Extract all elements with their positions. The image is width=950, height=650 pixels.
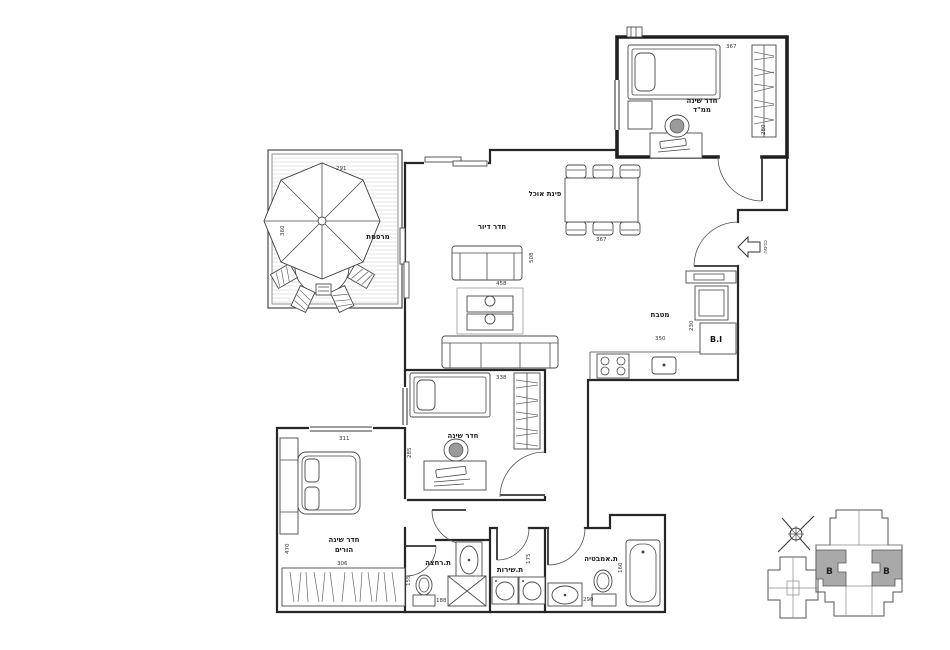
bathtub bbox=[625, 539, 661, 607]
parasol-icon bbox=[263, 162, 381, 280]
balcony: מרפסת 291 360 bbox=[263, 149, 410, 313]
tall-cabinet bbox=[694, 285, 729, 321]
room-label: ת.אמבטיה bbox=[584, 555, 618, 563]
dimension: 470 bbox=[285, 543, 291, 554]
sofa-2seat bbox=[451, 245, 523, 281]
room-safe-bedroom: חדר שינה ממ"ד 367 280 bbox=[613, 26, 789, 202]
dining-chair bbox=[565, 164, 641, 236]
toilet-icon bbox=[412, 574, 436, 607]
window-icon bbox=[613, 80, 621, 130]
dimension: 285 bbox=[407, 447, 413, 458]
room-label: ת.רחצה bbox=[425, 559, 451, 567]
single-bed bbox=[627, 44, 721, 100]
umbrella-base bbox=[315, 283, 332, 296]
nightstand bbox=[627, 100, 653, 130]
dimension: 188 bbox=[436, 598, 447, 604]
single-bed bbox=[409, 372, 491, 418]
dimension: 291 bbox=[336, 166, 347, 172]
room-label: חדר שינה bbox=[687, 97, 718, 105]
wall-cabinet bbox=[685, 270, 737, 284]
double-bed bbox=[279, 437, 361, 535]
coffee-table bbox=[456, 287, 524, 335]
desk-chair bbox=[443, 438, 469, 462]
bathroom-sink-icon bbox=[547, 582, 583, 607]
wardrobe bbox=[513, 372, 541, 450]
north-arrow-icon bbox=[777, 515, 815, 553]
room-label: הורים bbox=[335, 546, 354, 554]
entrance-arrow-icon bbox=[737, 235, 761, 259]
unit-b-left bbox=[815, 549, 847, 587]
room-label: חדר שינה bbox=[329, 536, 360, 544]
patio-chair bbox=[290, 285, 316, 313]
patio-chair bbox=[346, 262, 376, 290]
dimension: 367 bbox=[596, 237, 607, 243]
fridge-built-in: B.I bbox=[699, 322, 737, 355]
key-plan: B B bbox=[767, 509, 903, 619]
dimension: 338 bbox=[496, 375, 507, 381]
shower-stall bbox=[447, 575, 487, 607]
window-icon bbox=[424, 156, 488, 167]
building-outline-right: B B bbox=[815, 509, 903, 617]
stove-icon bbox=[596, 353, 630, 379]
shower-room: ת.רחצה 155 188 bbox=[405, 541, 487, 607]
dimension: 290 bbox=[583, 597, 594, 603]
room-label: ממ"ד bbox=[693, 106, 711, 114]
dimension: 155 bbox=[406, 575, 412, 586]
room-label: חדר שינה bbox=[448, 432, 479, 440]
dimension: 306 bbox=[337, 561, 348, 567]
bedroom-2: חדר שינה 338 285 bbox=[400, 372, 546, 498]
room-label: מרפסת bbox=[366, 233, 389, 241]
washing-machine bbox=[518, 576, 546, 605]
room-label: חדר דיור bbox=[478, 223, 507, 231]
wardrobe bbox=[751, 44, 777, 138]
living-room: חדר דיור 458 508 bbox=[424, 156, 559, 369]
sink-icon bbox=[651, 356, 677, 375]
room-label: פינת אוכל bbox=[529, 190, 562, 198]
toilet-icon bbox=[591, 569, 617, 607]
room-label: מטבח bbox=[651, 311, 670, 319]
room-label: ת.שירות bbox=[497, 566, 523, 574]
bathroom-sink-icon bbox=[455, 541, 483, 579]
sofa-3seat bbox=[441, 335, 559, 369]
unit-label: B bbox=[883, 567, 890, 577]
entrance-label: כניסה bbox=[763, 240, 769, 254]
washing-machine bbox=[491, 576, 519, 605]
master-bedroom: חדר שינה הורים 311 470 306 bbox=[279, 424, 467, 607]
wardrobe bbox=[281, 567, 406, 607]
dimension: 175 bbox=[526, 553, 532, 564]
vent-icon bbox=[626, 26, 643, 38]
dimension: 311 bbox=[339, 436, 350, 442]
unit-b-right bbox=[871, 549, 903, 587]
window-icon bbox=[400, 387, 409, 427]
dimension: 508 bbox=[529, 252, 535, 263]
dimension: 230 bbox=[689, 320, 695, 331]
dimension: 360 bbox=[280, 225, 286, 236]
dimension: 350 bbox=[655, 336, 666, 342]
kitchen: B.I מטבח 350 230 bbox=[589, 270, 738, 380]
dimension: 160 bbox=[618, 562, 624, 573]
entrance: כניסה bbox=[693, 221, 769, 267]
dimension: 280 bbox=[761, 124, 767, 135]
service-room: ת.שירות 175 bbox=[491, 527, 546, 605]
dining-area: פינת אוכל 367 bbox=[529, 164, 641, 243]
dimension: 458 bbox=[496, 281, 507, 287]
dining-table bbox=[564, 177, 639, 223]
patio-chair bbox=[329, 285, 355, 313]
unit-label: B bbox=[826, 567, 833, 577]
desk bbox=[423, 460, 487, 491]
building-outline-left bbox=[767, 556, 819, 619]
dimension: 367 bbox=[726, 44, 737, 50]
sliding-door-icon bbox=[399, 227, 410, 299]
window-icon bbox=[309, 424, 373, 433]
desk-chair bbox=[664, 114, 690, 138]
fridge-label: B.I bbox=[710, 335, 722, 344]
bathroom: ת.אמבטיה 290 160 bbox=[547, 527, 661, 607]
patio-chair bbox=[269, 262, 299, 290]
